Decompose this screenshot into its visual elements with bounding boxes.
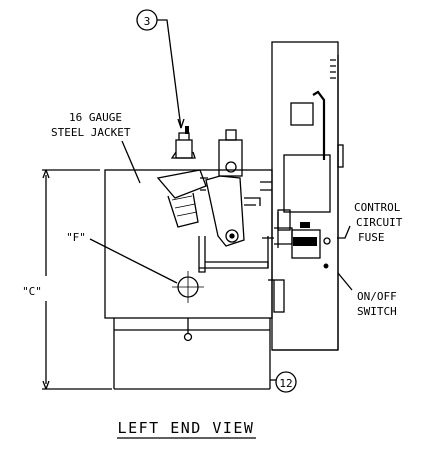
stand-frame (113, 318, 271, 390)
switch-leader (337, 272, 353, 291)
pump-outlet (274, 227, 293, 245)
jacket-label-line2: STEEL JACKET (51, 126, 131, 139)
cabinet-hinge (337, 144, 344, 168)
valve-body-lower (167, 192, 199, 228)
side-pipe (244, 197, 261, 206)
port-centerlines (172, 271, 204, 303)
dimension-c-label: "C" (22, 285, 42, 298)
dimension-f-leader (89, 238, 178, 284)
valve-stem (170, 132, 196, 159)
callout-12-number: 12 (279, 377, 292, 390)
column-connection (200, 177, 208, 191)
callout-3-leader (157, 19, 182, 129)
control-cabinet (271, 41, 339, 351)
fuse-label-line3: FUSE (358, 231, 385, 244)
valve-threads (171, 195, 198, 217)
gauge-lower-fitting-center (229, 233, 235, 239)
valve-tip (185, 126, 189, 134)
control-terminal-block (293, 237, 317, 246)
drain-plug (183, 332, 193, 342)
switch-label-line1: ON/OFF (357, 290, 397, 303)
jacket-label-line1: 16 GAUGE (69, 111, 122, 124)
cabinet-edge (272, 55, 339, 351)
callout-12-circle (275, 371, 297, 393)
dimension-c-arrows (42, 169, 50, 390)
cabinet-vents (330, 59, 336, 79)
valve-body-head (156, 169, 207, 199)
fuse-leader (337, 225, 351, 239)
switch-label-line2: SWITCH (357, 305, 397, 318)
jacket-leader (121, 140, 141, 184)
control-relay (300, 222, 310, 228)
dimension-c-lines (42, 169, 112, 390)
pump-housing (277, 209, 291, 231)
gauge-lower-fitting (225, 229, 239, 243)
riser-pipe (262, 236, 274, 268)
fuse-label-line1: CONTROL (354, 201, 401, 214)
control-panel (283, 154, 331, 213)
callout-3-number: 3 (144, 15, 151, 28)
fuse-label-line2: CIRCUIT (356, 216, 403, 229)
on-off-switch (323, 263, 329, 269)
fuse-holder (323, 237, 331, 245)
valve-top (175, 139, 193, 159)
solenoid (273, 279, 285, 313)
gauge-cap (225, 129, 237, 141)
water-column (205, 175, 245, 247)
gauge-upper-fitting (225, 161, 237, 173)
control-box-top (290, 102, 314, 126)
pipe-to-cabinet (260, 181, 272, 191)
control-conduit (312, 90, 326, 160)
view-title: LEFT END VIEW (118, 419, 255, 437)
dimension-f-label: "F" (66, 231, 86, 244)
callout-3-arrowhead (177, 118, 185, 129)
